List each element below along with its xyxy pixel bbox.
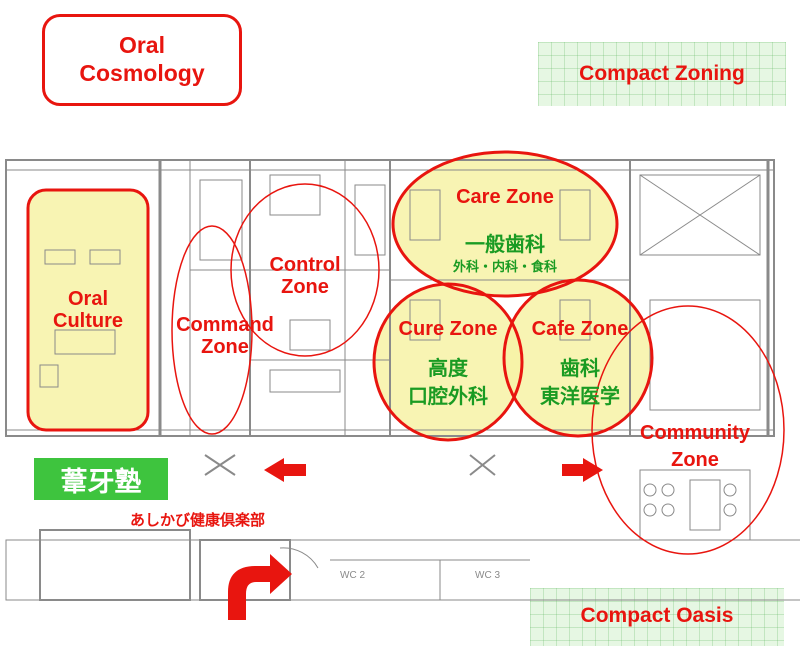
arrow-left-icon — [264, 458, 306, 482]
compact-zoning-box — [538, 42, 786, 106]
cure-zone-outline — [372, 282, 524, 442]
cafe-zone-outline — [502, 278, 654, 438]
wc-left-label: WC 2 — [340, 570, 365, 581]
cure-zone-sub1: 高度 — [428, 356, 468, 380]
care-zone-label: Care Zone — [456, 186, 554, 208]
plan-walls — [5, 159, 800, 601]
cafe-zone-label: Cafe Zone — [531, 318, 629, 340]
title-text: Oral Cosmology — [79, 32, 205, 86]
title-box: Oral Cosmology — [42, 14, 242, 106]
club-name: あしかび健康倶楽部 — [130, 511, 266, 529]
zone-outlines — [26, 150, 785, 555]
compact-zoning-label: Compact Zoning — [579, 62, 745, 85]
brand-badge: 葦牙塾 — [34, 458, 168, 500]
care-zone-outline — [391, 150, 619, 298]
cure-zone-fill — [374, 284, 522, 440]
community-zone-label: Community Zone — [640, 422, 750, 471]
control-zone-outline — [230, 183, 380, 357]
oral-culture-zone-outline — [26, 188, 150, 432]
compact-oasis-label: Compact Oasis — [580, 604, 734, 627]
arrow-right-icon — [562, 458, 603, 482]
oral-culture-label: Oral Culture — [53, 288, 123, 333]
command-zone-label: Command Zone — [176, 314, 274, 359]
cafe-zone-sub1: 歯科 — [560, 356, 600, 380]
cafe-zone-sub2: 東洋医学 — [540, 384, 620, 408]
compact-oasis-box — [530, 588, 784, 646]
arrows — [228, 458, 603, 620]
care-zone-sub1: 一般歯科 — [465, 232, 545, 256]
cure-zone-sub2: 口腔外科 — [408, 384, 488, 408]
wc-right-label: WC 3 — [475, 570, 500, 581]
cure-zone-label: Cure Zone — [398, 318, 498, 340]
control-zone-label: Control Zone — [269, 254, 341, 299]
care-zone-fill — [393, 152, 617, 296]
cafe-zone-fill — [504, 280, 652, 436]
community-zone-outline — [591, 305, 785, 555]
care-zone-sub2: 外科・内科・食科 — [452, 260, 557, 275]
arrow-curve-up-right-icon — [228, 554, 292, 620]
